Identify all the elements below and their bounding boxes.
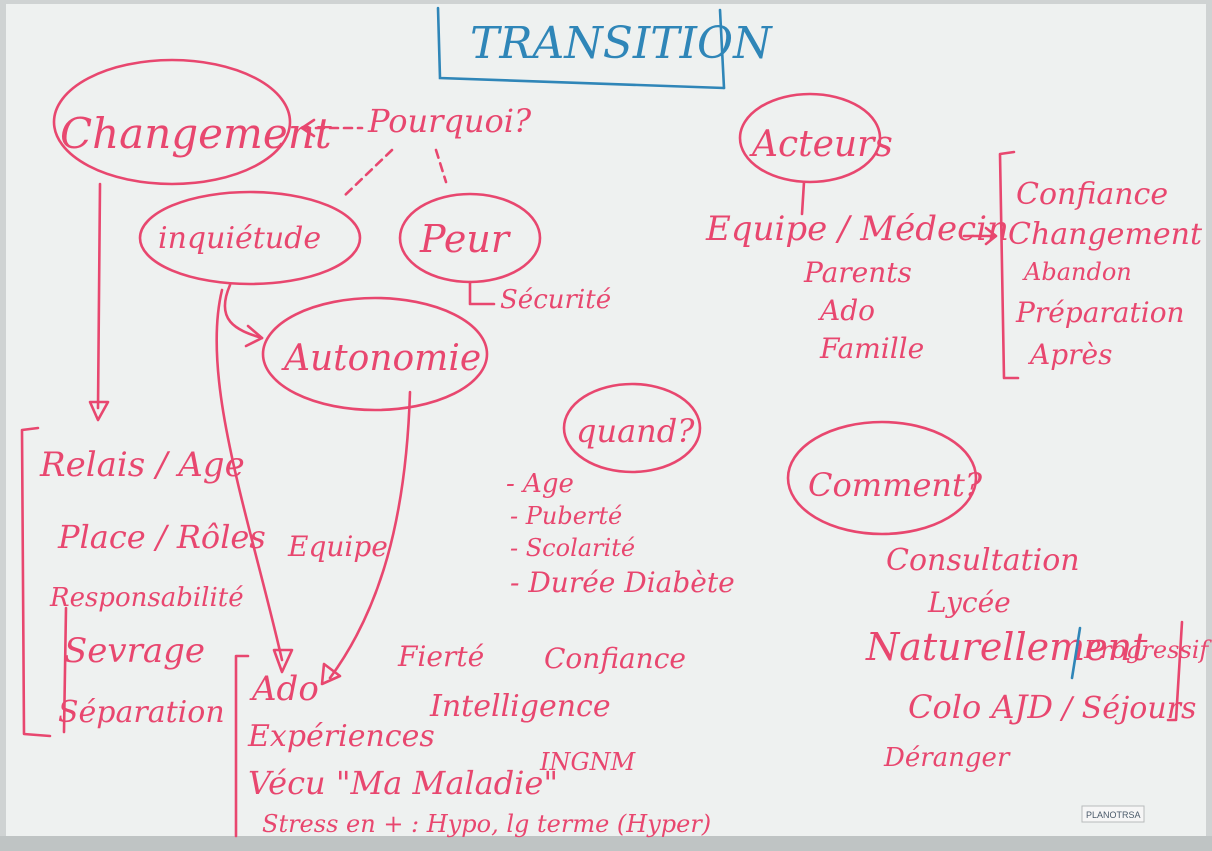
changement-item-3: Sevrage — [64, 631, 205, 671]
comment-line-1: Lycée — [927, 586, 1011, 619]
quand-item-2: - Scolarité — [510, 534, 635, 562]
people-1: Ado — [817, 294, 875, 327]
ado-word-1: Confiance — [544, 642, 686, 675]
quand-item-0: - Age — [506, 469, 574, 499]
changement-item-4: Séparation — [58, 695, 225, 730]
comment-progressif: Progressif — [1083, 636, 1212, 664]
inquietude-label: inquiétude — [158, 221, 321, 256]
inquietude-bubble: inquiétude — [138, 190, 362, 286]
quand-item-1: - Puberté — [510, 502, 622, 530]
comment-sejours: / Séjours — [1059, 691, 1196, 726]
title-box: TRANSITION — [436, 6, 773, 90]
ado-word-0: Fierté — [397, 640, 484, 673]
equipe-medecin-label: Equipe / Médecin — [705, 209, 1009, 249]
ado-word-2: Intelligence — [429, 689, 611, 724]
changement-item-2: Responsabilité — [49, 583, 244, 613]
ado-line-3: Stress en + : Hypo, lg terme (Hyper) — [262, 810, 711, 838]
autonomie-bubble: Autonomie — [223, 283, 489, 412]
ado-word-3: INGNM — [539, 748, 637, 776]
acteurs-bubble: Acteurs Equipe / Médecin Parents Ado Fam… — [705, 92, 1009, 365]
changement-bubble: Changement — [52, 58, 332, 186]
bracket-item-3: Préparation — [1015, 296, 1185, 329]
acteurs-label: Acteurs — [749, 124, 893, 165]
bracket-item-2: Abandon — [1022, 258, 1132, 286]
sticker-text: PLANOTRSA — [1086, 810, 1141, 820]
board-surface — [6, 4, 1206, 836]
bracket-item-4: Après — [1027, 338, 1112, 371]
comment-block: Consultation Lycée Naturellement Progres… — [865, 543, 1212, 773]
peur-label: Peur — [419, 217, 512, 261]
acteurs-bracket-list: Confiance Changement Abandon Préparation… — [998, 150, 1203, 380]
changement-item-1: Place / Rôles — [57, 518, 266, 556]
comment-line-4: Déranger — [883, 743, 1011, 773]
sticker: PLANOTRSA — [1081, 805, 1145, 823]
changement-item-0: Relais / Age — [39, 445, 245, 485]
ado-line-0: Ado — [249, 669, 319, 709]
changement-list: Relais / Age Place / Rôles Responsabilit… — [20, 182, 266, 738]
quand-list: - Age - Puberté - Scolarité - Durée Diab… — [506, 469, 735, 599]
title-text: TRANSITION — [470, 18, 773, 69]
bracket-item-1: Changement — [1008, 217, 1203, 252]
equipe-label: Equipe — [287, 530, 388, 563]
comment-line-3: Colo AJD — [908, 688, 1053, 726]
people-2: Famille — [819, 332, 924, 365]
pourquoi-node: Pourquoi? — [300, 102, 532, 200]
comment-label: Comment? — [808, 466, 983, 504]
people-0: Parents — [803, 256, 912, 289]
quand-label: quand? — [576, 412, 695, 450]
securite-label: Sécurité — [500, 285, 611, 315]
ado-block: Ado Expériences Vécu "Ma Maladie" Stress… — [215, 288, 711, 838]
pourquoi-label: Pourquoi? — [367, 102, 532, 140]
comment-line-2: Naturellement — [865, 625, 1148, 669]
quand-bubble: quand? — [562, 382, 702, 474]
ado-line-2: Vécu "Ma Maladie" — [248, 764, 558, 802]
ado-line-1: Expériences — [247, 719, 435, 754]
bracket-item-0: Confiance — [1016, 177, 1168, 212]
comment-bubble: Comment? — [786, 420, 983, 536]
peur-bubble: Peur Sécurité — [398, 192, 611, 315]
comment-line-0: Consultation — [886, 543, 1080, 578]
quand-item-3: - Durée Diabète — [510, 566, 735, 599]
autonomie-label: Autonomie — [281, 338, 481, 379]
board-tray — [0, 836, 1212, 851]
changement-label: Changement — [60, 109, 332, 158]
